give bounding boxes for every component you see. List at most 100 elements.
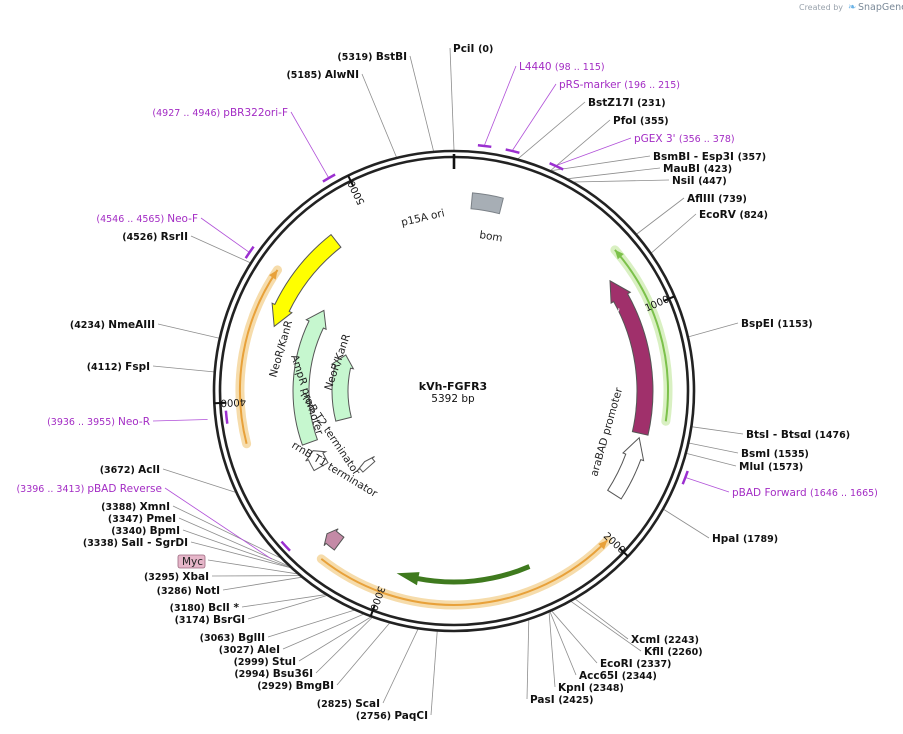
site-label-bcli[interactable]: (3180) BclI * <box>170 602 240 614</box>
site-label-xcmi[interactable]: XcmI (2243) <box>631 634 699 646</box>
primer-label-pbad-reverse[interactable]: (3396 .. 3413) pBAD Reverse <box>16 483 162 495</box>
feature-orf-segment[interactable] <box>396 564 531 586</box>
label-name: pBAD Forward (1646 .. 1665) <box>732 487 878 499</box>
feature-p15a-ori[interactable] <box>271 233 342 328</box>
label-position: (0) <box>478 44 493 55</box>
leader-line <box>282 613 364 650</box>
site-label-nsii[interactable]: NsiI (447) <box>672 175 727 187</box>
primer-mark[interactable] <box>477 143 492 149</box>
site-label-bstbi[interactable]: (5319) BstBI <box>337 51 407 63</box>
site-label-bpmi[interactable]: (3340) BpmI <box>111 525 180 537</box>
site-label-rsrii[interactable]: (4526) RsrII <box>122 231 188 243</box>
label-position: (3180) <box>170 603 208 614</box>
site-label-bmgbi[interactable]: (2929) BmgBI <box>257 680 334 692</box>
site-label-xbai[interactable]: (3295) XbaI <box>144 571 209 583</box>
label-position: (2994) <box>234 669 272 680</box>
feature-rrnb-t1-terminator[interactable] <box>323 528 345 551</box>
site-label-noti[interactable]: (3286) NotI <box>157 585 220 597</box>
feature-bom[interactable] <box>470 192 504 215</box>
site-label-kfli[interactable]: KflI (2260) <box>644 646 703 658</box>
leader-line <box>152 365 214 373</box>
site-label-acli[interactable]: (3672) AclI <box>100 464 160 476</box>
label-position: (5319) <box>337 52 375 63</box>
site-label-hpai[interactable]: HpaI (1789) <box>712 533 778 545</box>
site-label-pcii[interactable]: PciI (0) <box>453 43 493 55</box>
label-name-text: Neo-F <box>167 213 198 225</box>
primer-label-neo-r[interactable]: (3936 .. 3955) Neo-R <box>47 416 150 428</box>
site-label-btsi[interactable]: BtsI - BtsαI (1476) <box>746 429 850 441</box>
primer-mark[interactable] <box>681 470 689 485</box>
feature-label-arabad-promoter[interactable]: araBAD promoter <box>588 386 625 478</box>
feature-neor-kanr[interactable] <box>292 309 327 446</box>
site-label-ecori[interactable]: EcoRI (2337) <box>600 658 671 670</box>
site-label-bsmbi[interactable]: BsmBI - Esp3I (357) <box>653 151 766 163</box>
label-name: (3174) BsrGI <box>175 614 245 626</box>
feature-label-arac[interactable]: araC <box>601 304 623 331</box>
site-label-fspi[interactable]: (4112) FspI <box>87 361 150 373</box>
site-label-bsu36i[interactable]: (2994) Bsu36I <box>234 668 313 680</box>
orf-line[interactable] <box>320 539 609 606</box>
site-label-bstz17i[interactable]: BstZ17I (231) <box>588 97 666 109</box>
label-name-text: BmgBI <box>296 680 334 692</box>
site-label-mlui[interactable]: MluI (1573) <box>739 461 803 473</box>
site-label-pmei[interactable]: (3347) PmeI <box>108 513 176 525</box>
site-label-bsmi[interactable]: BsmI (1535) <box>741 448 809 460</box>
tick-mark <box>618 547 629 558</box>
site-label-ecorv[interactable]: EcoRV (824) <box>699 209 768 221</box>
feature-label-neor-kanr-outer[interactable]: NeoR/KanR <box>267 319 295 379</box>
label-position: (4112) <box>87 362 125 373</box>
site-label-bsrgi[interactable]: (3174) BsrGI <box>175 614 245 626</box>
site-label-bspei[interactable]: BspEI (1153) <box>741 318 813 330</box>
snapgene-credit[interactable]: Created by ❧ SnapGene <box>799 2 903 13</box>
feature-rrnb-t2-terminator[interactable] <box>357 456 376 473</box>
orf-arrowhead <box>614 249 624 260</box>
site-label-bglii[interactable]: (3063) BglII <box>200 632 265 644</box>
feature-tag-myc[interactable]: Myc <box>177 554 206 569</box>
orf-line[interactable] <box>614 249 669 422</box>
primer-mark[interactable] <box>505 148 520 155</box>
orf-highlights <box>235 245 673 610</box>
site-label-alwni[interactable]: (5185) AlwNI <box>286 69 359 81</box>
label-name: MluI (1573) <box>739 461 803 473</box>
site-label-paqci[interactable]: (2756) PaqCI <box>356 710 428 722</box>
orf-line[interactable] <box>239 269 279 445</box>
site-label-nmeaiii[interactable]: (4234) NmeAIII <box>70 319 155 331</box>
leader-line <box>517 101 586 160</box>
label-name: MauBI (423) <box>663 163 732 175</box>
primer-label-pgex-3[interactable]: pGEX 3' (356 .. 378) <box>634 133 735 145</box>
primer-mark[interactable] <box>322 173 336 183</box>
feature-label-p15a-ori[interactable]: p15A ori <box>400 207 446 229</box>
site-label-stui[interactable]: (2999) StuI <box>234 656 296 668</box>
feature-ampr-promoter[interactable] <box>305 450 329 472</box>
site-label-maubi[interactable]: MauBI (423) <box>663 163 732 175</box>
feature-label-bom[interactable]: bom <box>479 229 504 245</box>
site-label-scai[interactable]: (2825) ScaI <box>317 698 380 710</box>
site-label-pfoi[interactable]: PfoI (355) <box>613 115 669 127</box>
site-label-sali[interactable]: (3338) SalI - SgrDI <box>83 537 188 549</box>
label-name: (3388) XmnI <box>101 501 170 513</box>
plasmid-size: 5392 bp <box>431 393 475 405</box>
primer-mark[interactable] <box>244 245 255 259</box>
orf-arrowhead <box>269 269 278 280</box>
leader-line <box>315 617 373 674</box>
site-label-kpni[interactable]: KpnI (2348) <box>558 682 624 694</box>
feature-neor-kanr[interactable] <box>330 354 355 422</box>
site-label-pasi[interactable]: PasI (2425) <box>530 694 593 706</box>
snapgene-logo-icon: ❧ <box>848 2 856 13</box>
site-label-acc65i[interactable]: Acc65I (2344) <box>579 670 657 682</box>
label-name-text: FspI <box>125 361 150 373</box>
site-label-afliii[interactable]: AflIII (739) <box>687 193 747 205</box>
feature-arabad-promoter[interactable] <box>607 436 645 500</box>
primer-label-pbad-forward[interactable]: pBAD Forward (1646 .. 1665) <box>732 487 878 499</box>
primer-mark[interactable] <box>280 540 291 552</box>
primer-label-pbr322ori-f[interactable]: (4927 .. 4946) pBR322ori-F <box>152 107 288 119</box>
primer-label-prs-marker[interactable]: pRS-marker (196 .. 215) <box>559 79 680 91</box>
primer-label-neo-f[interactable]: (4546 .. 4565) Neo-F <box>96 213 198 225</box>
site-label-alei[interactable]: (3027) AleI <box>219 644 280 656</box>
primer-label-l4440[interactable]: L4440 (98 .. 115) <box>519 61 605 73</box>
label-position: (2348) <box>589 683 624 694</box>
site-label-xmni[interactable]: (3388) XmnI <box>101 501 170 513</box>
primer-mark[interactable] <box>224 410 229 424</box>
primer-mark[interactable] <box>549 162 564 171</box>
feature-arac[interactable] <box>609 279 654 436</box>
